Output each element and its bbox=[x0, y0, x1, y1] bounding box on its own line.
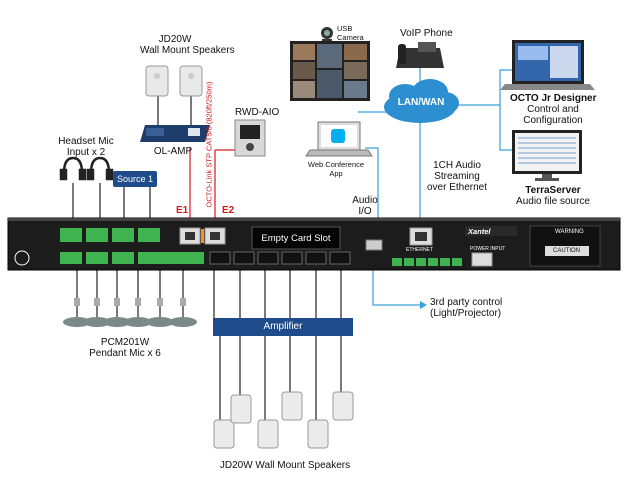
amplifier-box: Amplifier bbox=[213, 318, 353, 336]
wall-speaker-top-2 bbox=[179, 65, 203, 97]
pcm201w-label: PCM201W Pendant Mic x 6 bbox=[70, 337, 180, 359]
wall-speaker-bottom-6 bbox=[332, 391, 354, 421]
headset-mic-2 bbox=[86, 156, 114, 181]
voip-phone bbox=[396, 42, 444, 68]
rwd-aio-label: RWD-AIO bbox=[235, 107, 280, 118]
streaming-label-line3: over Ethernet bbox=[426, 182, 488, 193]
headset-mic-label: Headset Mic Input x 2 bbox=[50, 136, 122, 158]
pendant-mic-4 bbox=[124, 298, 152, 327]
terraserver-monitor bbox=[512, 130, 582, 181]
lan-wan-label: LAN/WAN bbox=[397, 97, 445, 108]
terraserver-label: TerraServer Audio file source bbox=[510, 185, 596, 207]
jd20w-top-label-line1: JD20W bbox=[158, 34, 192, 45]
ol-amp-device bbox=[140, 125, 210, 142]
warning-label: WARNING bbox=[555, 229, 584, 235]
web-conference-laptop bbox=[305, 121, 373, 157]
usb-camera-label: USB Camera bbox=[337, 24, 364, 42]
jd20w-top-label: JD20W Wall Mount Speakers bbox=[140, 34, 235, 56]
ethernet-port-label: ETHERNET bbox=[406, 247, 433, 253]
pendant-mic-1 bbox=[63, 298, 91, 327]
octo-designer-label-line3: Configuration bbox=[523, 115, 583, 126]
third-party-cable bbox=[372, 270, 420, 306]
wall-speaker-top-1 bbox=[145, 65, 169, 97]
jd20w-bottom-label: JD20W Wall Mount Speakers bbox=[219, 460, 351, 471]
pendant-mic-3 bbox=[103, 298, 131, 327]
third-party-label-line1: 3rd party control bbox=[430, 297, 503, 308]
audio-io-label-line2: I/O bbox=[358, 206, 372, 217]
terraserver-label-line2: Audio file source bbox=[516, 196, 590, 207]
pcm201w-label-line1: PCM201W bbox=[100, 337, 150, 348]
headset-mic-label-line2: Input x 2 bbox=[66, 147, 106, 158]
usb-camera-label-line1: USB bbox=[337, 24, 353, 33]
usb-camera bbox=[321, 27, 333, 42]
streaming-label-line2: Streaming bbox=[434, 171, 480, 182]
audio-io-cable bbox=[365, 147, 379, 225]
power-input-label: POWER INPUT bbox=[470, 246, 506, 252]
octo-designer-label-line2: Control and bbox=[527, 104, 579, 115]
headset-mic-1 bbox=[59, 156, 87, 181]
rwd-aio-device bbox=[234, 119, 266, 157]
source1-box: Source 1 bbox=[113, 171, 157, 187]
voip-phone-label: VoIP Phone bbox=[400, 28, 453, 39]
brand-label: Xantel bbox=[468, 227, 491, 236]
usb-camera-label-line2: Camera bbox=[337, 33, 364, 42]
web-conference-label-line1: Web Conference bbox=[307, 160, 365, 169]
streaming-label-line1: 1CH Audio bbox=[433, 160, 481, 171]
caution-label: CAUTION bbox=[553, 248, 580, 254]
pendant-mic-5 bbox=[146, 298, 174, 327]
audio-io-label: Audio I/O bbox=[350, 195, 380, 217]
third-party-label: 3rd party control (Light/Projector) bbox=[430, 297, 502, 319]
pendant-mic-6 bbox=[169, 298, 197, 327]
web-conference-label-line2: App bbox=[329, 169, 343, 178]
empty-card-slot-label: Empty Card Slot bbox=[261, 233, 331, 244]
pcm201w-label-line2: Pendant Mic x 6 bbox=[89, 348, 161, 359]
octo-designer-label: OCTO Jr Designer Control and Configurati… bbox=[510, 93, 597, 126]
octo-link-label: OCTO-Link STP CAT5/6 (820ft/250m) bbox=[204, 81, 214, 208]
lan-wan-cloud bbox=[384, 79, 459, 123]
octo-designer-laptop bbox=[500, 40, 595, 90]
video-conference-screen bbox=[290, 41, 370, 101]
wall-speaker-bottom-2 bbox=[230, 394, 252, 424]
wall-speaker-bottom-3 bbox=[257, 419, 279, 449]
e1-label: E1 bbox=[176, 205, 189, 216]
web-conference-label: Web Conference App bbox=[296, 160, 376, 178]
wall-speaker-bottom-1 bbox=[213, 419, 235, 449]
jd20w-top-label-line2: Wall Mount Speakers bbox=[140, 45, 235, 56]
streaming-label: 1CH Audio Streaming over Ethernet bbox=[420, 160, 494, 193]
wall-speaker-bottom-5 bbox=[307, 419, 329, 449]
wall-speaker-bottom-4 bbox=[281, 391, 303, 421]
audio-io-label-line1: Audio bbox=[352, 195, 378, 206]
headset-mic-label-line1: Headset Mic bbox=[58, 136, 114, 147]
third-party-label-line2: (Light/Projector) bbox=[430, 308, 502, 319]
terraserver-label-line1: TerraServer bbox=[525, 185, 581, 196]
rack-unit bbox=[7, 217, 621, 271]
octo-designer-label-line1: OCTO Jr Designer bbox=[510, 93, 597, 104]
pendant-mic-2 bbox=[83, 298, 111, 327]
ol-amp-label: OL-AMP bbox=[153, 146, 193, 157]
e2-label: E2 bbox=[222, 205, 235, 216]
